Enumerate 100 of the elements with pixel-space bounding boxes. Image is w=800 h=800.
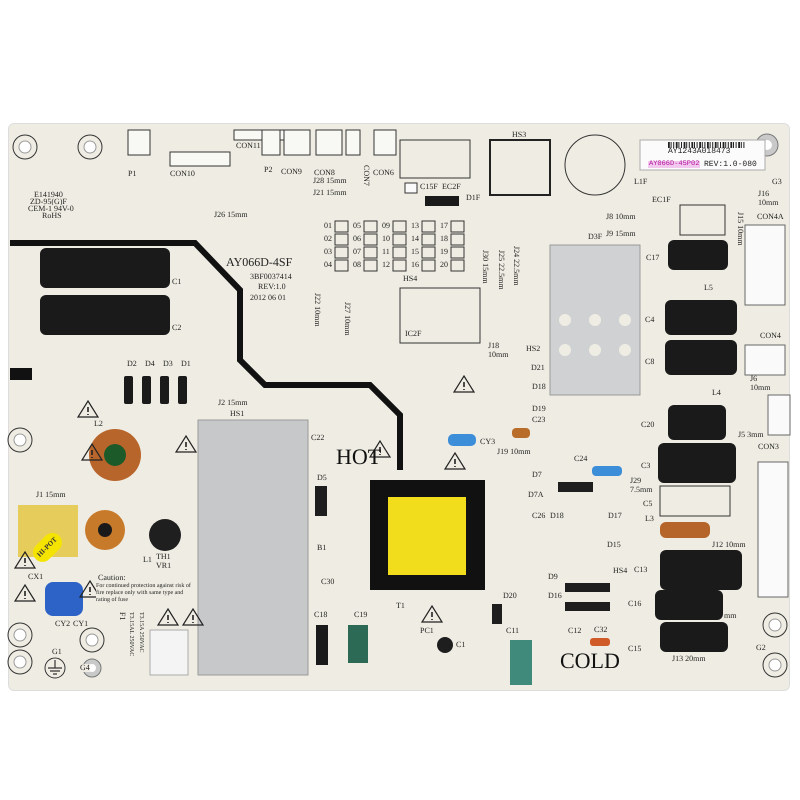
silkscreen-label: C8 bbox=[645, 358, 654, 366]
silkscreen-label: C2 bbox=[172, 324, 182, 332]
silkscreen-label: D5 bbox=[317, 474, 327, 482]
silkscreen-label: D1F bbox=[466, 194, 480, 202]
silkscreen-label: VR1 bbox=[156, 562, 172, 570]
silkscreen-label: C12 bbox=[568, 627, 582, 635]
silkscreen-label: 2012 06 01 bbox=[250, 294, 286, 302]
silkscreen-label: CON11 bbox=[236, 142, 261, 150]
silkscreen-label: 03 bbox=[324, 248, 332, 256]
silkscreen-label: 19 bbox=[440, 248, 448, 256]
silkscreen-label: 02 bbox=[324, 235, 332, 243]
silkscreen-label: IC2F bbox=[405, 330, 422, 338]
silkscreen-label: C15F bbox=[420, 183, 438, 191]
silkscreen-label: D19 bbox=[532, 405, 546, 413]
silkscreen-label: C19 bbox=[354, 611, 368, 619]
silkscreen-label: L1 bbox=[143, 556, 152, 564]
silkscreen-label: G2 bbox=[756, 644, 766, 652]
silkscreen-label: C1 bbox=[172, 278, 182, 286]
silkscreen-label: D7A bbox=[528, 491, 544, 499]
silkscreen-label: 06 bbox=[353, 235, 361, 243]
silkscreen-label: J25 22.5mm bbox=[497, 250, 505, 290]
silkscreen-label: 11 bbox=[382, 248, 390, 256]
silkscreen-label: B1 bbox=[317, 544, 326, 552]
silkscreen-label: D1 bbox=[181, 360, 191, 368]
silkscreen-label: 17 bbox=[440, 222, 448, 230]
silkscreen-label: CON7 bbox=[362, 165, 370, 186]
silkscreen-label: L1F bbox=[634, 178, 648, 186]
silkscreen-label: L5 bbox=[704, 284, 713, 292]
silkscreen-label: 16 bbox=[411, 261, 419, 269]
silkscreen-label: 04 bbox=[324, 261, 332, 269]
silkscreen-label: 15 bbox=[411, 248, 419, 256]
silkscreen-label: J12 10mm bbox=[712, 541, 746, 549]
silkscreen-label: CON3 bbox=[758, 443, 779, 451]
silkscreen-label: CON10 bbox=[170, 170, 195, 178]
silkscreen-label: CEM-1 94V-0 bbox=[28, 205, 74, 213]
silkscreen-label: 01 bbox=[324, 222, 332, 230]
silkscreen-label: D18 bbox=[550, 512, 564, 520]
silkscreen-label: CON8 bbox=[314, 169, 335, 177]
silkscreen-label: J8 10mm bbox=[606, 213, 636, 221]
silkscreen-label: CX1 bbox=[28, 573, 44, 581]
silkscreen-label: J13 20mm bbox=[672, 655, 706, 663]
silkscreen-label: EC1F bbox=[652, 196, 671, 204]
silkscreen-label: P1 bbox=[128, 170, 136, 178]
silkscreen-label: L2 bbox=[94, 420, 103, 428]
silkscreen-label: D16 bbox=[548, 592, 562, 600]
silkscreen-label: D21 bbox=[531, 364, 545, 372]
silkscreen-label: CON4A bbox=[757, 213, 784, 221]
silkscreen-label: P2 bbox=[264, 166, 272, 174]
silkscreen-label: L4 bbox=[712, 389, 721, 397]
silkscreen-label: J28 15mm bbox=[313, 177, 347, 185]
silkscreen-label: J5 3mm bbox=[738, 430, 764, 439]
zone-label: COLD bbox=[560, 650, 620, 672]
silkscreen-label: J19 10mm bbox=[497, 448, 531, 456]
silkscreen-label: C11 bbox=[506, 627, 520, 635]
silkscreen-label: C18 bbox=[314, 611, 328, 619]
silkscreen-label: C30 bbox=[321, 578, 334, 586]
silkscreen-label: J21 15mm bbox=[313, 189, 347, 197]
silkscreen-label: J9 15mm bbox=[606, 230, 636, 238]
zone-label: HOT bbox=[336, 446, 382, 468]
silkscreen-label: C5 bbox=[643, 500, 652, 508]
silkscreen-label: C26 bbox=[532, 512, 546, 520]
silkscreen-label: D4 bbox=[145, 360, 155, 368]
silkscreen-label: mm bbox=[724, 612, 736, 620]
silkscreen-label: HS4 bbox=[403, 275, 418, 283]
silkscreen-label: AY1243A018473 bbox=[668, 148, 730, 156]
silkscreen-label: C20 bbox=[641, 421, 654, 429]
silkscreen-label: AY066D-4SF bbox=[226, 256, 292, 268]
silkscreen-label: PC1 bbox=[420, 627, 434, 635]
silkscreen-label: 07 bbox=[353, 248, 361, 256]
silkscreen-label: HS3 bbox=[512, 131, 526, 139]
silkscreen-label: 09 bbox=[382, 222, 390, 230]
silkscreen-label: J1 15mm bbox=[36, 491, 66, 499]
silkscreen-label: C23 bbox=[532, 416, 546, 424]
silkscreen-label: 13 bbox=[411, 222, 419, 230]
silkscreen-label: REV:1.0 bbox=[258, 283, 286, 291]
silkscreen-label: REV:1.0-080 bbox=[704, 161, 757, 169]
silkscreen-label: C32 bbox=[594, 626, 608, 634]
silkscreen-label: D17 bbox=[608, 512, 622, 520]
silkscreen-label: 20 bbox=[440, 261, 448, 269]
silkscreen-label: HS4 bbox=[613, 567, 628, 575]
silkscreen-label: F1 bbox=[118, 612, 126, 620]
silkscreen-label: 05 bbox=[353, 222, 361, 230]
silkscreen-label: D7 bbox=[532, 471, 542, 479]
silkscreen-label: EC2F bbox=[442, 183, 461, 191]
silkscreen-label: J24 22.5mm bbox=[512, 246, 520, 286]
silkscreen-label: G1 bbox=[52, 648, 62, 656]
silkscreen-label: J2 15mm bbox=[218, 399, 248, 407]
silkscreen-label: D3F bbox=[588, 233, 602, 241]
silkscreen-label: HS1 bbox=[230, 410, 244, 418]
silkscreen-label: C3 bbox=[641, 462, 650, 470]
silkscreen-label: 3BF0037414 bbox=[250, 273, 292, 281]
silkscreen-label: C13 bbox=[634, 566, 648, 574]
silkscreen-label: 08 bbox=[353, 261, 361, 269]
silkscreen-label: CY2 bbox=[55, 620, 70, 628]
silkscreen-label: C22 bbox=[311, 434, 324, 442]
silkscreen-label: L3 bbox=[645, 515, 654, 523]
silkscreen-label: 12 bbox=[382, 261, 390, 269]
silkscreen-label: Caution: bbox=[98, 574, 126, 582]
silkscreen-label: J22 10mm bbox=[313, 293, 321, 327]
silkscreen-label: D15 bbox=[607, 541, 621, 549]
